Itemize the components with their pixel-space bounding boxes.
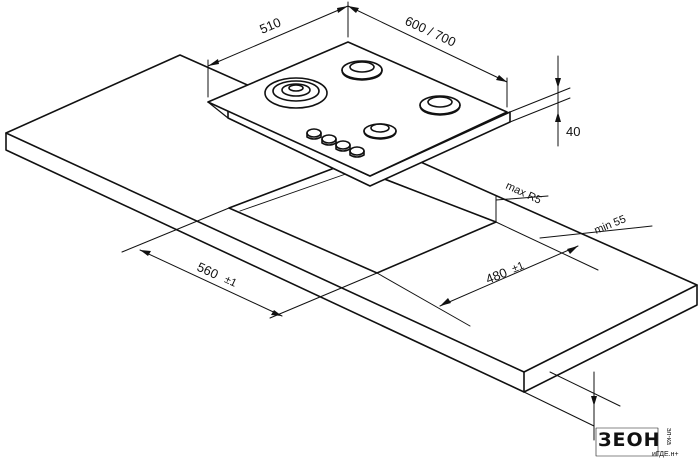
brand-logo: ЗЕОН [598,429,661,451]
dim-cutout-depth-tolerance: ±1 [510,260,526,276]
logo-frame [595,427,659,457]
hob [207,41,511,187]
burner-small [363,123,397,140]
dim-cutout-width-value: 560 [195,259,221,282]
burner-right [419,95,461,116]
burner-top [341,60,383,81]
dimension-lines [121,1,653,441]
dim-hob-depth: 510 [257,14,283,36]
control-knobs [306,128,365,158]
burner-large [264,77,328,109]
dim-edge-distance: min 55 [593,213,628,236]
dimension-arrows [140,6,597,406]
brand-sub-vertical: эл-ка [665,428,672,445]
brand-sub-horizontal: иГДЕ.н+ [652,451,679,458]
dim-cutout-width-tolerance: ±1 [222,274,238,290]
dim-hob-width: 600 / 700 [403,13,458,50]
dim-hob-height: 40 [566,124,580,139]
